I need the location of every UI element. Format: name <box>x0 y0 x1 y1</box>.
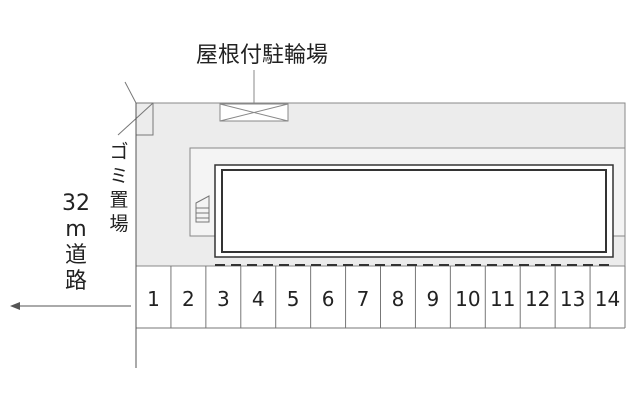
parking-space-number: 8 <box>392 287 405 311</box>
parking-space-number: 3 <box>217 287 230 311</box>
stairs-icon <box>195 195 210 223</box>
parking-space-number: 10 <box>455 287 480 311</box>
parking-space-number: 11 <box>490 287 515 311</box>
building-inner <box>221 169 607 253</box>
garbage-label-char: ミ <box>109 165 128 187</box>
garbage-label-char: ゴ <box>109 141 128 163</box>
bike-shelter-label: 屋根付駐輪場 <box>196 43 328 68</box>
parking-space-number: 12 <box>525 287 550 311</box>
parking-space-number: 7 <box>357 287 370 311</box>
parking-space-number: 14 <box>595 287 620 311</box>
road-label-part: 32 <box>62 191 90 216</box>
parking-space-number: 1 <box>147 287 160 311</box>
parking-space-number: 4 <box>252 287 265 311</box>
parking-space-number: 9 <box>427 287 440 311</box>
road-label-part: m <box>65 217 86 242</box>
garbage-area <box>135 102 154 136</box>
bike-shelter-x2 <box>219 103 289 122</box>
road-label-part: 路 <box>65 269 87 294</box>
garbage-label-char: 置 <box>109 189 128 211</box>
corner-line <box>124 81 137 104</box>
garbage-label-char: 場 <box>109 213 128 235</box>
road-label-part: 道 <box>65 243 87 268</box>
parking-space-number: 13 <box>560 287 585 311</box>
road-arrow-head <box>10 302 20 310</box>
parking-space-number: 6 <box>322 287 335 311</box>
parking-space-number: 5 <box>287 287 300 311</box>
parking-space-number: 2 <box>182 287 195 311</box>
